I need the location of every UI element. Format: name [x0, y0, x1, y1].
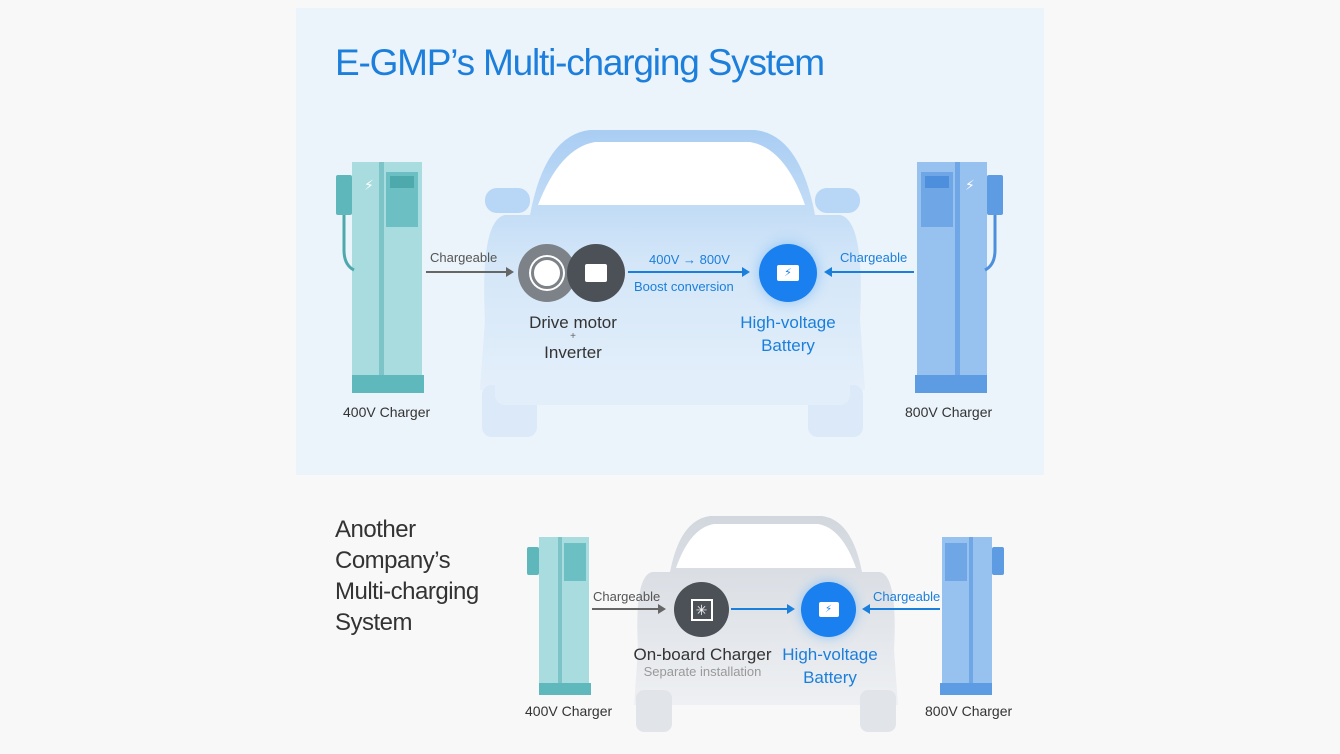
- inverter-icon: [567, 244, 625, 302]
- top-left-chargeable: Chargeable: [430, 250, 498, 265]
- boost-label: Boost conversion: [634, 279, 734, 294]
- bottom-400v-charger-illustration: [527, 537, 591, 695]
- bottom-battery-line1: High-voltage: [782, 645, 878, 664]
- other-company-title: Another Company’s Multi-charging System: [335, 516, 479, 636]
- obc-to-battery-arrow: [731, 604, 795, 614]
- bottom-left-chargeable: Chargeable: [593, 589, 661, 604]
- bottom-800v-charger-illustration: [940, 537, 1004, 695]
- boost-voltage: 400V → 800V: [649, 252, 730, 267]
- drive-motor-label: Drive motor: [529, 313, 617, 332]
- onboard-charger-label: On-board Charger: [633, 645, 772, 664]
- other-car-illustration: [634, 516, 898, 732]
- fan-motor-icon: [518, 244, 576, 302]
- 400v-charger-illustration: ⚡: [336, 162, 424, 393]
- top-left-arrow: [426, 267, 514, 277]
- egmp-title: E-GMP’s Multi-charging System: [335, 42, 825, 83]
- bottom-battery-icon: ⚡: [801, 582, 856, 637]
- onboard-charger-sub: Separate installation: [643, 664, 762, 679]
- onboard-charger-icon: ✳: [674, 582, 729, 637]
- bottom-left-arrow: [592, 604, 666, 614]
- battery-icon: ⚡: [759, 244, 817, 302]
- bottom-800v-charger-label: 800V Charger: [925, 703, 1013, 719]
- top-800v-charger-label: 800V Charger: [905, 404, 993, 420]
- boost-arrow: [628, 267, 750, 277]
- svg-text:⚡: ⚡: [364, 177, 374, 193]
- top-battery-line1: High-voltage: [740, 313, 836, 332]
- bottom-right-chargeable: Chargeable: [873, 589, 941, 604]
- bottom-right-arrow: [862, 604, 940, 614]
- bottom-400v-charger-label: 400V Charger: [525, 703, 613, 719]
- top-400v-charger-label: 400V Charger: [343, 404, 431, 420]
- motor-plus: +: [570, 331, 576, 342]
- inverter-label: Inverter: [544, 343, 602, 362]
- top-right-chargeable: Chargeable: [840, 250, 908, 265]
- 800v-charger-illustration: ⚡: [915, 162, 1003, 393]
- top-battery-line2: Battery: [761, 336, 815, 355]
- svg-text:⚡: ⚡: [965, 177, 975, 193]
- egmp-car-illustration: [480, 130, 865, 437]
- top-right-arrow: [824, 267, 914, 277]
- bottom-battery-line2: Battery: [803, 668, 857, 687]
